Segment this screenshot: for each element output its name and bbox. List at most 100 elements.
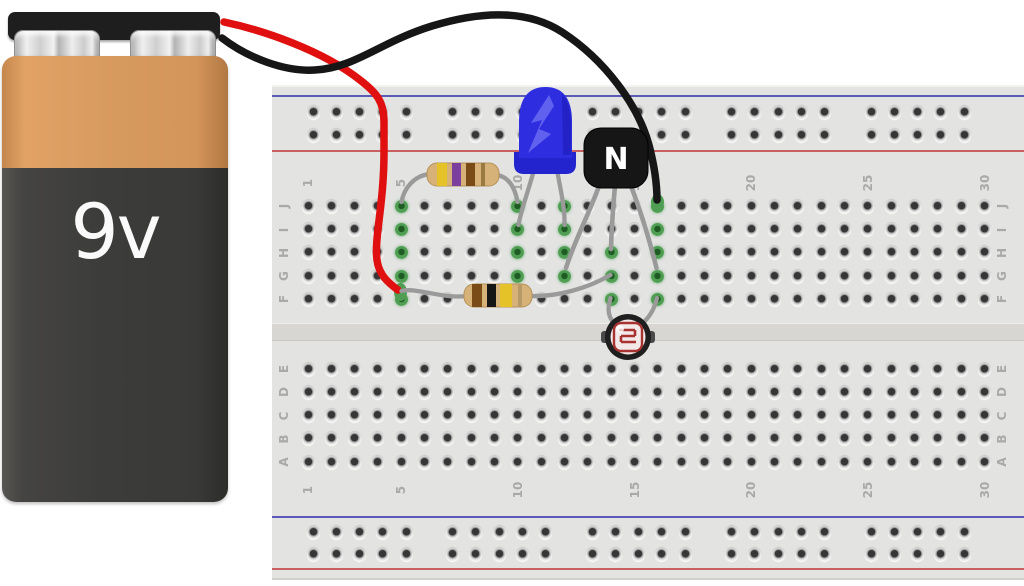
breadboard-hole[interactable]: [818, 548, 832, 561]
breadboard-hole[interactable]: [838, 223, 852, 236]
breadboard-hole[interactable]: [884, 292, 898, 306]
breadboard-hole[interactable]: [348, 223, 362, 236]
breadboard-hole[interactable]: [771, 128, 785, 142]
breadboard-hole[interactable]: [348, 362, 362, 376]
breadboard-hole[interactable]: [324, 292, 338, 306]
breadboard-hole[interactable]: [324, 246, 338, 260]
breadboard-hole[interactable]: [838, 362, 852, 376]
breadboard-hole[interactable]: [655, 105, 669, 119]
breadboard-hole[interactable]: [954, 292, 968, 306]
breadboard-hole[interactable]: [581, 199, 595, 213]
breadboard-hole[interactable]: [348, 409, 362, 423]
breadboard-hole[interactable]: [791, 409, 805, 423]
connected-hole[interactable]: [604, 246, 618, 260]
breadboard-hole[interactable]: [585, 548, 599, 561]
breadboard-hole[interactable]: [908, 409, 922, 423]
breadboard-hole[interactable]: [954, 269, 968, 283]
connected-hole[interactable]: [394, 246, 408, 260]
connected-hole[interactable]: [558, 269, 572, 283]
breadboard-hole[interactable]: [908, 362, 922, 376]
breadboard-hole[interactable]: [978, 292, 992, 306]
breadboard-hole[interactable]: [954, 246, 968, 260]
breadboard-hole[interactable]: [674, 292, 688, 306]
breadboard-hole[interactable]: [814, 199, 828, 213]
breadboard-hole[interactable]: [301, 223, 315, 236]
breadboard-hole[interactable]: [908, 223, 922, 236]
breadboard-hole[interactable]: [581, 409, 595, 423]
breadboard-hole[interactable]: [604, 362, 618, 376]
breadboard-hole[interactable]: [558, 455, 572, 469]
breadboard-hole[interactable]: [978, 455, 992, 469]
breadboard-hole[interactable]: [376, 105, 390, 119]
breadboard-hole[interactable]: [744, 223, 758, 236]
breadboard-hole[interactable]: [418, 409, 432, 423]
breadboard-hole[interactable]: [725, 128, 738, 142]
breadboard-hole[interactable]: [678, 128, 692, 142]
breadboard-hole[interactable]: [884, 409, 898, 423]
breadboard-hole[interactable]: [464, 223, 478, 236]
breadboard-hole[interactable]: [861, 246, 875, 260]
breadboard-hole[interactable]: [884, 385, 898, 399]
breadboard-hole[interactable]: [768, 269, 782, 283]
breadboard-hole[interactable]: [934, 128, 948, 142]
breadboard-hole[interactable]: [324, 432, 338, 446]
breadboard-hole[interactable]: [515, 128, 529, 142]
breadboard-hole[interactable]: [744, 246, 758, 260]
breadboard-hole[interactable]: [394, 432, 408, 446]
breadboard-hole[interactable]: [324, 362, 338, 376]
breadboard-hole[interactable]: [954, 455, 968, 469]
breadboard-hole[interactable]: [957, 105, 971, 119]
breadboard-hole[interactable]: [931, 199, 945, 213]
breadboard-hole[interactable]: [353, 128, 367, 142]
breadboard-hole[interactable]: [698, 385, 712, 399]
breadboard-hole[interactable]: [441, 246, 455, 260]
breadboard-hole[interactable]: [558, 432, 572, 446]
breadboard-hole[interactable]: [931, 385, 945, 399]
breadboard-hole[interactable]: [585, 105, 599, 119]
breadboard-hole[interactable]: [301, 362, 315, 376]
connected-hole[interactable]: [394, 269, 408, 283]
breadboard-hole[interactable]: [628, 246, 642, 260]
breadboard-hole[interactable]: [306, 105, 320, 119]
breadboard-hole[interactable]: [581, 269, 595, 283]
breadboard-hole[interactable]: [931, 246, 945, 260]
breadboard-hole[interactable]: [884, 223, 898, 236]
breadboard-hole[interactable]: [306, 128, 320, 142]
breadboard-hole[interactable]: [678, 548, 692, 561]
breadboard-hole[interactable]: [301, 292, 315, 306]
breadboard-hole[interactable]: [887, 105, 901, 119]
breadboard-hole[interactable]: [469, 525, 483, 539]
breadboard-hole[interactable]: [838, 199, 852, 213]
breadboard-hole[interactable]: [441, 409, 455, 423]
breadboard-hole[interactable]: [861, 269, 875, 283]
breadboard-hole[interactable]: [908, 269, 922, 283]
breadboard-hole[interactable]: [721, 432, 735, 446]
breadboard-hole[interactable]: [324, 223, 338, 236]
breadboard-hole[interactable]: [954, 385, 968, 399]
breadboard-hole[interactable]: [464, 362, 478, 376]
breadboard-hole[interactable]: [768, 432, 782, 446]
breadboard-hole[interactable]: [744, 199, 758, 213]
breadboard-hole[interactable]: [441, 269, 455, 283]
breadboard-hole[interactable]: [908, 199, 922, 213]
breadboard-hole[interactable]: [511, 385, 525, 399]
breadboard-hole[interactable]: [539, 548, 553, 561]
breadboard-hole[interactable]: [534, 199, 548, 213]
breadboard-hole[interactable]: [957, 548, 971, 561]
breadboard-hole[interactable]: [934, 525, 948, 539]
breadboard-hole[interactable]: [674, 409, 688, 423]
breadboard-hole[interactable]: [324, 385, 338, 399]
breadboard-hole[interactable]: [721, 199, 735, 213]
connected-hole[interactable]: [651, 269, 665, 283]
breadboard-hole[interactable]: [376, 128, 390, 142]
breadboard-hole[interactable]: [744, 432, 758, 446]
breadboard-hole[interactable]: [488, 385, 502, 399]
breadboard-hole[interactable]: [608, 128, 622, 142]
breadboard-hole[interactable]: [748, 105, 762, 119]
breadboard-hole[interactable]: [348, 246, 362, 260]
breadboard-hole[interactable]: [651, 385, 665, 399]
breadboard-hole[interactable]: [978, 409, 992, 423]
connected-hole[interactable]: [511, 269, 525, 283]
breadboard-hole[interactable]: [604, 199, 618, 213]
breadboard-hole[interactable]: [488, 362, 502, 376]
